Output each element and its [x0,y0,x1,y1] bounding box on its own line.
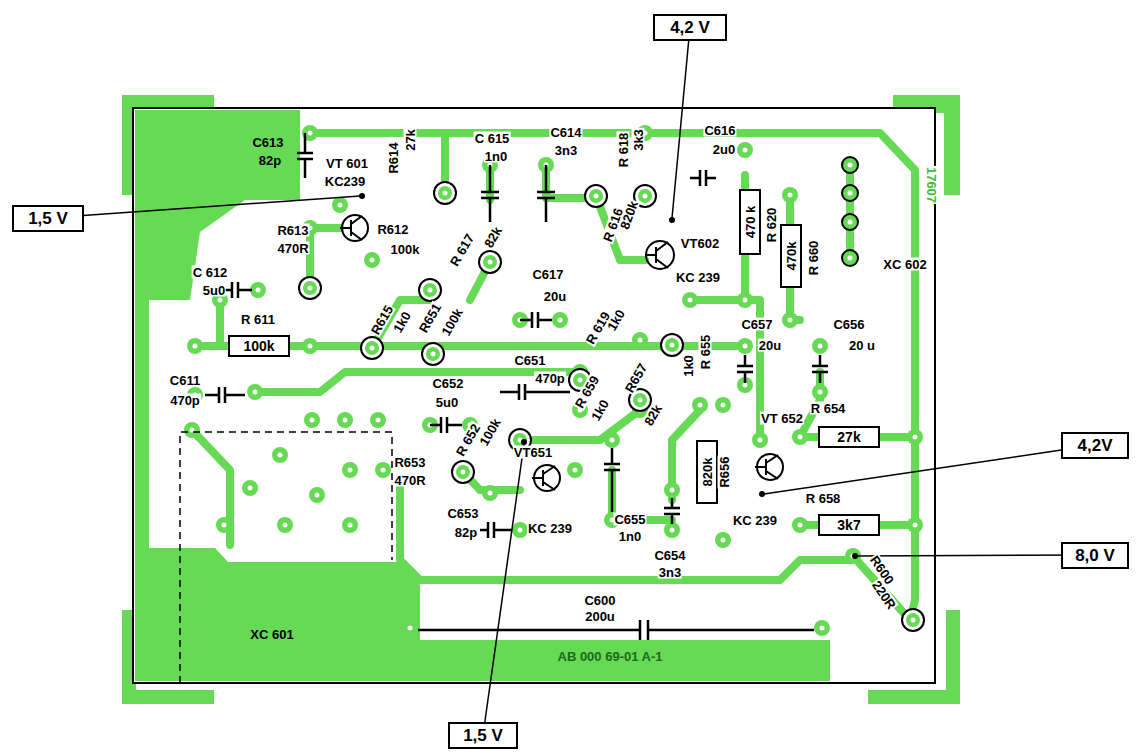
part-label: 2u0 [712,143,736,156]
part-label: C600 [583,594,616,607]
connector-outline [180,432,392,683]
part-label: C657 [740,318,773,331]
part-label: C613 [251,136,284,149]
resistor-body: 3k7 [818,514,880,536]
part-label: C611 [169,374,201,387]
node-text: 820k [701,458,714,487]
part-label: AB 000 69-01 A-1 [556,650,663,663]
part-label: C654 [653,549,686,562]
part-label: 20u [758,339,782,352]
part-label: C614 [549,126,582,139]
part-label: C651 [513,354,546,367]
resistor-body: 470 k [739,189,761,255]
part-label: 200u [584,610,616,623]
part-label: C 612 [192,266,229,279]
node-text: 470k [785,242,798,271]
leader-line [48,27,1095,735]
part-label: R 618 [617,132,630,169]
node-text: 3k7 [837,518,860,532]
node-text: 1,5 V [463,727,503,744]
part-label: R 611 [240,313,276,326]
board-outline [133,108,935,683]
part-label: VT 652 [760,412,804,425]
node-text: 1,5 V [28,210,68,227]
part-label: C652 [431,377,464,390]
part-label: 17607 [925,166,938,204]
part-label: KC 239 [527,522,573,535]
callout-box: 4,2V [1061,432,1129,459]
part-label: XC 601 [249,628,294,641]
part-label: C617 [531,268,564,281]
part-label: 470R [276,242,309,255]
part-label: R 658 [805,492,842,505]
resistor-body: 27k [818,426,880,448]
part-label: R613 [276,224,309,237]
solder-pad [184,125,923,636]
copper-trace [192,133,915,620]
part-label: VT602 [680,237,720,250]
callout-box: 1,5 V [12,205,84,232]
part-label: 3k3 [632,128,645,152]
part-label: KC239 [324,175,366,188]
part-label: 470p [534,372,566,385]
node-text: 4,2V [1078,437,1113,454]
node-text: 8,0 V [1075,547,1115,564]
part-label: 5u0 [435,396,459,409]
resistor-body: 100k [228,335,290,357]
callout-box: 4,2 V [653,14,727,41]
part-label: 1n0 [484,150,508,163]
part-label: 3n3 [554,144,578,157]
part-label: 82p [454,526,478,539]
part-label: R653 [393,456,426,469]
node-text: 4,2 V [670,19,710,36]
part-label: 20u [543,290,567,303]
part-label: 20 u [848,339,876,352]
part-label: C655 [613,513,646,526]
part-label: XC 602 [882,258,927,271]
part-label: VT651 [513,446,553,459]
resistor-body: 470k [780,224,802,288]
part-label: C 615 [474,132,511,145]
part-label: R612 [376,223,409,236]
board-tab [122,95,960,704]
part-label: C656 [832,318,865,331]
part-label: 3n3 [658,566,682,579]
part-label: R 660 [807,240,820,277]
part-label: R 654 [810,402,847,415]
part-label: 1n0 [618,530,642,543]
node-text: 470 k [744,206,757,239]
part-label: 82p [258,154,282,167]
resistor-body: 820k [696,440,718,504]
ring-pad [299,182,924,631]
callout-box: 1,5 V [448,722,518,749]
part-label: R614 [387,141,400,174]
callout-box: 8,0 V [1061,542,1129,569]
part-label: C616 [703,124,736,137]
capacitor-symbol [205,133,828,640]
part-label: R 655 [699,334,712,371]
part-label: 5u0 [202,284,226,297]
part-label: R 620 [765,207,778,244]
part-label: 1k0 [682,354,695,378]
part-label: 27k [404,128,417,152]
part-label: 100k [390,243,421,256]
part-label: VT 601 [325,157,369,170]
node-text: 100k [243,339,274,353]
part-label: R656 [718,455,731,488]
part-label: KC 239 [675,271,721,284]
part-label: C653 [446,507,479,520]
part-label: KC 239 [732,514,778,527]
part-label: 470R [393,474,426,487]
leader-dot [359,193,858,559]
part-label: 470p [169,394,201,407]
ground-plane [135,110,830,681]
node-text: 27k [837,430,860,444]
connector-pin [842,157,858,266]
